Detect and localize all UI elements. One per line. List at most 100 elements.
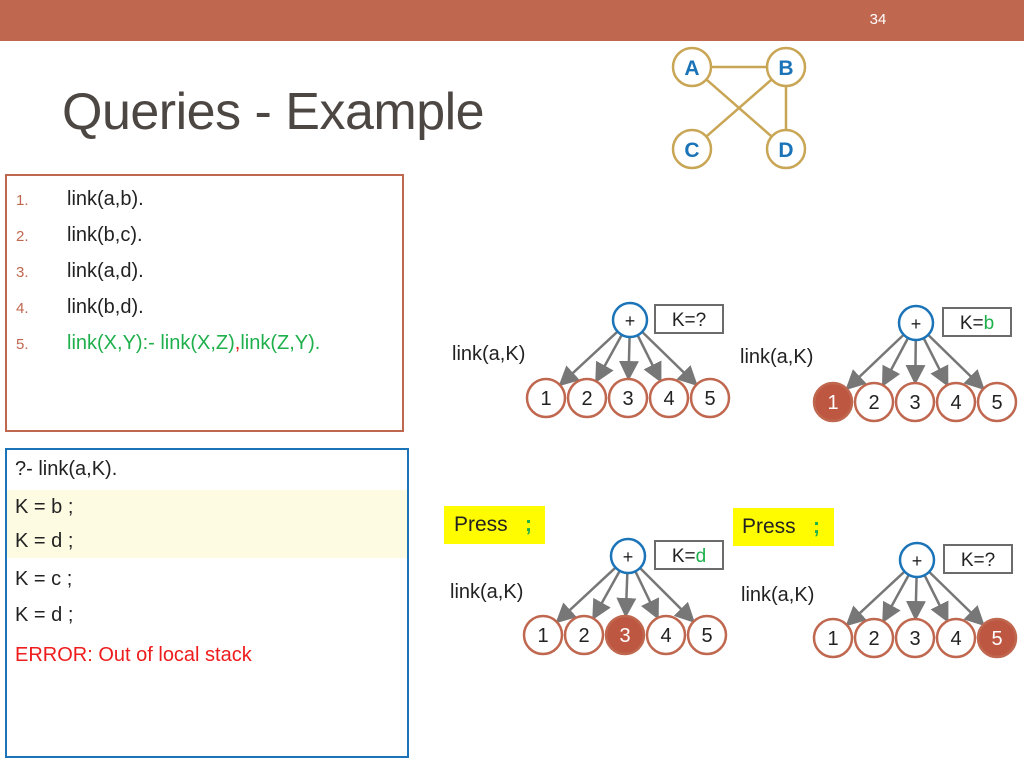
clause-node [812, 617, 854, 659]
binding-box [654, 304, 724, 334]
program-line-2: 2. link(b,c). [7, 216, 402, 252]
binding-prefix: K= [672, 546, 696, 567]
tree-edge [882, 574, 910, 624]
binding-prefix: K= [960, 313, 984, 334]
clause-node-label: 2 [578, 625, 589, 647]
answer-line-1: K = b ; [7, 490, 407, 524]
line-number: 1. [16, 192, 29, 209]
answer-text: K = c ; [15, 568, 73, 590]
graph-node-circle [765, 128, 807, 170]
binding-prefix: K= [672, 310, 696, 331]
clause-node [645, 614, 687, 656]
answer-line-4: K = d ; [7, 598, 407, 632]
program-line-1: 1. link(a,b). [7, 180, 402, 216]
line-number: 3. [16, 264, 29, 281]
graph-node-label: D [778, 139, 793, 162]
graph-node-a: A [671, 46, 713, 88]
clause-node [563, 614, 605, 656]
clause-node [648, 377, 690, 419]
binding-text: K=? [672, 310, 706, 331]
press-label: Press [742, 515, 796, 538]
clause-node [935, 617, 977, 659]
clause-node-label: 5 [991, 628, 1002, 650]
binding-box [654, 540, 724, 570]
clause-node [935, 381, 977, 423]
clause-node [853, 381, 895, 423]
binding-value: d [696, 546, 707, 567]
tree-root-label: + [625, 311, 636, 331]
tree-edge [905, 339, 926, 386]
press-note-2: Press ; [733, 508, 834, 546]
clause-node-label: 5 [991, 392, 1002, 414]
tree-edge [845, 333, 905, 391]
goal-label: link(a,K) [740, 346, 813, 368]
clause-node-label: 3 [622, 388, 633, 410]
tree-root [897, 304, 935, 342]
binding-text: K=d [672, 546, 706, 567]
graph-node-c: C [671, 128, 713, 170]
answer-text: K = d ; [15, 604, 74, 626]
graph-node-label: A [684, 57, 699, 80]
line-number: 2. [16, 228, 29, 245]
tree-root-label: + [623, 547, 634, 567]
tree-edge [881, 337, 910, 387]
clause-node [894, 617, 936, 659]
query-text: ?- link(a,K). [15, 458, 118, 480]
line-number: 5. [16, 336, 29, 353]
clause-node-label: 3 [909, 392, 920, 414]
answer-text: K = b ; [15, 496, 74, 518]
rule-tail: link(Z,Y). [240, 332, 321, 354]
goal-label: link(a,K) [741, 584, 814, 606]
answer-text: K = d ; [15, 530, 74, 552]
tree-edge [845, 570, 906, 627]
tree-edge [927, 333, 985, 391]
tree-edge [558, 330, 619, 387]
tree-edge [905, 576, 926, 622]
tree-edge [639, 567, 695, 623]
fact-text: link(a,b). [67, 188, 144, 210]
tree-edge [928, 570, 985, 627]
rule-comma: , [234, 332, 241, 354]
goal-label: link(a,K) [450, 581, 523, 603]
binding-text: K=? [961, 550, 995, 571]
error-line: ERROR: Out of local stack [7, 638, 407, 672]
tree-edge [641, 330, 698, 387]
query-line: ?- link(a,K). [7, 452, 407, 486]
tree-root-label: + [912, 551, 923, 571]
fact-text: link(a,d). [67, 260, 144, 282]
graph-node-label: C [684, 139, 699, 162]
clause-node [607, 377, 649, 419]
rule-text: link(X,Y):- link(X,Z),link(Z,Y). [67, 332, 320, 355]
clause-node [976, 381, 1018, 423]
binding-box [943, 544, 1013, 574]
fact-text: link(b,c). [67, 224, 143, 246]
tree-edge [592, 570, 621, 621]
clause-node [853, 617, 895, 659]
clause-node [689, 377, 731, 419]
clause-node [976, 617, 1018, 659]
press-label: Press [454, 513, 508, 536]
binding-value: ? [696, 310, 707, 331]
clause-node-label: 1 [540, 388, 551, 410]
clause-node-label: 3 [909, 628, 920, 650]
program-listing: 1. link(a,b). 2. link(b,c). 3. link(a,d)… [5, 174, 404, 432]
fact-text: link(b,d). [67, 296, 144, 318]
tree-root [609, 537, 647, 575]
binding-prefix: K= [961, 550, 985, 571]
tree-edge [923, 574, 949, 623]
answer-line-2: K = d ; [7, 524, 407, 558]
graph-edge [705, 78, 773, 138]
binding-box [942, 307, 1012, 337]
clause-node [686, 614, 728, 656]
clause-node-label: 4 [660, 625, 671, 647]
clause-node-label: 1 [827, 392, 838, 414]
clause-node-label: 4 [950, 392, 961, 414]
press-key: ; [813, 515, 820, 538]
tree-edge [922, 337, 949, 387]
clause-node-label: 2 [581, 388, 592, 410]
binding-text: K=b [960, 313, 994, 334]
top-bar [0, 0, 1024, 41]
